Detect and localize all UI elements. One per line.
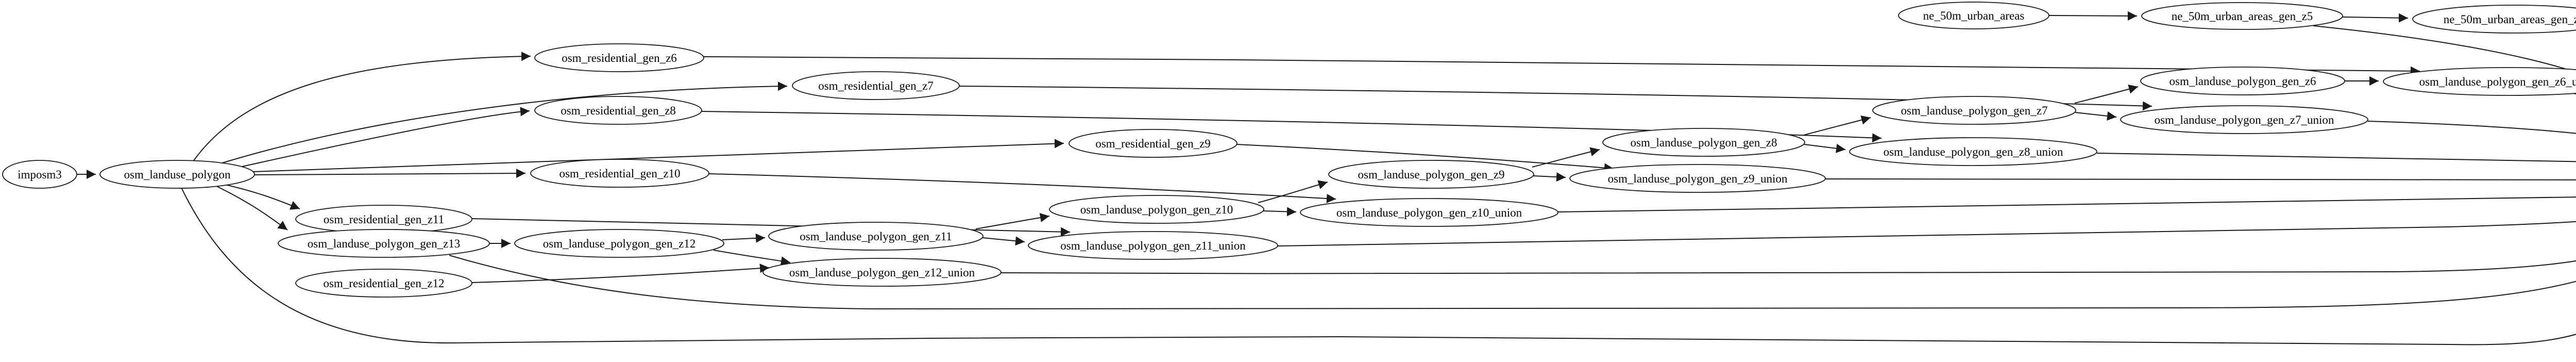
edge-gen_z7-gen_z6: [2074, 85, 2139, 104]
node-osm_landuse_polygon: osm_landuse_polygon: [99, 160, 255, 189]
node-osm_residential_gen_z8-label: osm_residential_gen_z8: [561, 104, 676, 117]
node-osm_residential_gen_z12: osm_residential_gen_z12: [295, 269, 472, 298]
node-osm_landuse_polygon_gen_z7-label: osm_landuse_polygon_gen_z7: [1901, 104, 2048, 117]
edge-gen_z8-z8_union: [1804, 143, 1846, 153]
edge-res_z6-z6_union: [703, 56, 2420, 76]
node-osm_landuse_polygon_gen_z8-label: osm_landuse_polygon_gen_z8: [1631, 136, 1777, 149]
edge-res_z10-z10_union: [708, 173, 1336, 203]
nodes: imposm3 osm_landuse_polygon osm_resident…: [2, 2, 2576, 298]
node-osm_landuse_polygon_gen_z11: osm_landuse_polygon_gen_z11: [768, 222, 984, 251]
node-osm_residential_gen_z11: osm_residential_gen_z11: [295, 205, 472, 234]
node-ne_50m_urban_areas_gen_z4-label: ne_50m_urban_areas_gen_z4: [2444, 13, 2576, 26]
edge-ne_gen_z5-ne_gen_z4: [2342, 13, 2409, 23]
edge-landuse-res_z6: [191, 52, 531, 164]
edge-landuse-res_z7: [215, 81, 788, 166]
node-osm_residential_gen_z6-label: osm_residential_gen_z6: [562, 52, 677, 64]
edge-gen_z12-gen_z11: [722, 233, 766, 243]
node-osm_landuse_polygon_gen_z11-label: osm_landuse_polygon_gen_z11: [800, 230, 952, 243]
node-osm_landuse_polygon_gen_z7_union-label: osm_landuse_polygon_gen_z7_union: [2155, 113, 2334, 126]
node-osm_landuse_polygon_gen_z10_union: osm_landuse_polygon_gen_z10_union: [1300, 198, 1558, 227]
node-osm_residential_gen_z7: osm_residential_gen_z7: [792, 71, 960, 100]
edge-ne_gen_z5-row_z5: [2313, 25, 2576, 73]
node-osm_landuse_polygon_gen_z9_union: osm_landuse_polygon_gen_z9_union: [1569, 164, 1826, 193]
node-osm_residential_gen_z9-label: osm_residential_gen_z9: [1095, 137, 1211, 150]
node-osm_landuse_polygon_gen_z10_union-label: osm_landuse_polygon_gen_z10_union: [1336, 206, 1522, 219]
node-osm_landuse_polygon_gen_z6-label: osm_landuse_polygon_gen_z6: [2170, 75, 2316, 88]
node-osm_landuse_polygon_gen_z7_union: osm_landuse_polygon_gen_z7_union: [2120, 105, 2368, 134]
edge-z8_union-row_z8: [2096, 153, 2576, 162]
node-ne_50m_urban_areas-label: ne_50m_urban_areas: [1923, 9, 2025, 22]
node-osm_landuse_polygon_gen_z6_union-label: osm_landuse_polygon_gen_z6_union: [2419, 75, 2576, 88]
edge-gen_z10-z10_union: [1263, 207, 1297, 217]
edges: [77, 11, 2576, 345]
node-osm_landuse_polygon_gen_z10-label: osm_landuse_polygon_gen_z10: [1080, 203, 1233, 216]
edge-gen_z10-gen_z9: [1258, 180, 1328, 203]
edge-gen_z7-z7_union: [2075, 111, 2117, 121]
edge-z9_union-row_z9: [1825, 178, 2576, 180]
node-osm_landuse_polygon_gen_z9: osm_landuse_polygon_gen_z9: [1328, 160, 1534, 189]
edge-z7_union-row_z7: [2367, 121, 2576, 134]
edge-gen_z11-gen_z10: [975, 213, 1050, 229]
edge-z10_union-row_z10: [1557, 196, 2576, 212]
node-osm_residential_gen_z10: osm_residential_gen_z10: [530, 159, 709, 188]
edge-res_z12-z12_union: [471, 264, 770, 283]
node-osm_landuse_polygon_gen_z6: osm_landuse_polygon_gen_z6: [2140, 67, 2345, 95]
node-osm_residential_gen_z8: osm_residential_gen_z8: [534, 96, 702, 125]
edge-gen_z9-gen_z8: [1532, 147, 1600, 168]
node-osm_landuse_polygon_gen_z6_union: osm_landuse_polygon_gen_z6_union: [2383, 67, 2576, 96]
node-osm_landuse_polygon_gen_z7: osm_landuse_polygon_gen_z7: [1872, 96, 2076, 125]
node-imposm3: imposm3: [2, 160, 77, 189]
edge-gen_z11-z11_union: [982, 236, 1025, 246]
edge-landuse-res_z11: [220, 183, 300, 210]
node-osm_landuse_polygon_gen_z12-label: osm_landuse_polygon_gen_z12: [543, 237, 696, 250]
node-osm_residential_gen_z12-label: osm_residential_gen_z12: [323, 277, 444, 290]
node-osm_landuse_polygon_gen_z11_union: osm_landuse_polygon_gen_z11_union: [1028, 231, 1278, 260]
node-osm_landuse_polygon_gen_z9-label: osm_landuse_polygon_gen_z9: [1358, 168, 1505, 181]
edge-res_z9-z9_union: [1236, 144, 1614, 173]
node-osm_landuse_polygon_gen_z8_union: osm_landuse_polygon_gen_z8_union: [1849, 137, 2097, 166]
node-osm_landuse_polygon_gen_z12_union-label: osm_landuse_polygon_gen_z12_union: [789, 266, 975, 279]
node-osm_landuse_polygon-label: osm_landuse_polygon: [124, 168, 231, 181]
edge-landuse-row_z14: [181, 187, 2576, 345]
edge-gen_z12-z12_union: [713, 250, 791, 266]
edge-landuse-res_z10: [254, 169, 526, 178]
node-osm_residential_gen_z6: osm_residential_gen_z6: [534, 43, 704, 72]
node-osm_landuse_polygon_gen_z12_union: osm_landuse_polygon_gen_z12_union: [762, 258, 1002, 287]
edge-landuse-gen_z13: [215, 185, 288, 231]
node-osm_landuse_polygon_gen_z11_union-label: osm_landuse_polygon_gen_z11_union: [1060, 239, 1246, 252]
node-osm_landuse_polygon_gen_z13: osm_landuse_polygon_gen_z13: [278, 229, 490, 258]
edge-gen_z8-gen_z7: [1803, 115, 1871, 136]
node-imposm3-label: imposm3: [18, 168, 62, 181]
node-osm_residential_gen_z7-label: osm_residential_gen_z7: [818, 79, 934, 92]
node-osm_residential_gen_z10-label: osm_residential_gen_z10: [559, 167, 680, 180]
node-osm_landuse_polygon_gen_z8: osm_landuse_polygon_gen_z8: [1602, 128, 1805, 157]
edge-ne-ne_gen_z5: [2048, 11, 2138, 21]
edge-z6_union-row_z6: [2570, 92, 2576, 95]
node-osm_residential_gen_z9: osm_residential_gen_z9: [1069, 129, 1238, 158]
edge-res_z11-z11_union: [471, 218, 1071, 237]
node-ne_50m_urban_areas_gen_z5: ne_50m_urban_areas_gen_z5: [2141, 2, 2343, 30]
node-ne_50m_urban_areas: ne_50m_urban_areas: [1898, 2, 2049, 29]
node-ne_50m_urban_areas_gen_z4: ne_50m_urban_areas_gen_z4: [2412, 5, 2576, 34]
node-osm_landuse_polygon_gen_z8_union-label: osm_landuse_polygon_gen_z8_union: [1884, 145, 2063, 158]
edge-landuse-res_z8: [232, 107, 530, 169]
edge-gen_z13-row_z13: [449, 255, 2576, 310]
node-osm_residential_gen_z11-label: osm_residential_gen_z11: [324, 213, 444, 226]
node-osm_landuse_polygon_gen_z10: osm_landuse_polygon_gen_z10: [1049, 195, 1264, 224]
node-osm_landuse_polygon_gen_z13-label: osm_landuse_polygon_gen_z13: [308, 237, 460, 250]
node-osm_landuse_polygon_gen_z9_union-label: osm_landuse_polygon_gen_z9_union: [1608, 172, 1788, 185]
edge-gen_z9-z9_union: [1533, 172, 1566, 182]
node-ne_50m_urban_areas_gen_z5-label: ne_50m_urban_areas_gen_z5: [2172, 10, 2313, 23]
node-osm_landuse_polygon_gen_z12: osm_landuse_polygon_gen_z12: [514, 229, 724, 258]
